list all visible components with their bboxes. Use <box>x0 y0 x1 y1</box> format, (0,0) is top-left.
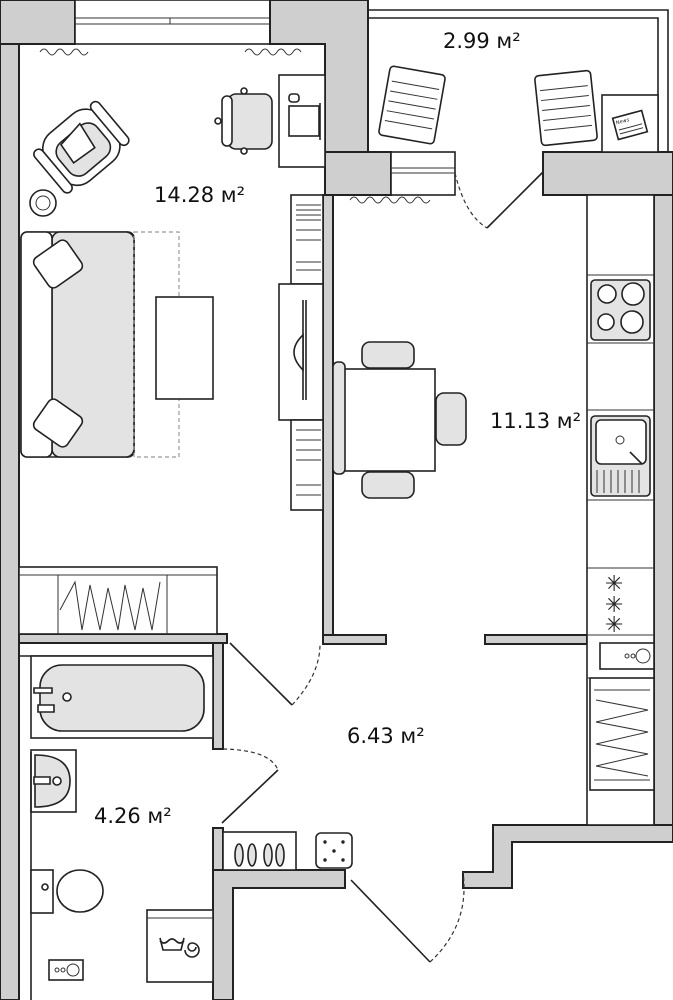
shoes-icon <box>234 843 285 867</box>
wardrobe <box>18 566 218 635</box>
asterisk-icon: ✳ <box>605 572 623 597</box>
area-hallway: 6.43 м² <box>347 724 425 748</box>
area-living-room: 14.28 м² <box>154 183 245 207</box>
curtain-right <box>244 48 302 56</box>
wall-top-left-pier <box>0 0 76 45</box>
armchair <box>33 100 130 194</box>
chair-right <box>435 392 467 446</box>
asterisk-icon: ✳ <box>605 613 623 638</box>
area-bathroom: 4.26 м² <box>94 804 172 828</box>
coffee-table <box>155 296 214 400</box>
wall-bottom-right <box>462 824 673 889</box>
office-chair <box>214 87 273 155</box>
wall-bottom-left <box>212 869 346 1000</box>
toilet <box>30 869 54 914</box>
chair-bottom <box>361 471 415 499</box>
asterisk-icon: ✳ <box>605 593 623 618</box>
bookshelf-lower <box>290 419 324 511</box>
curtain-left <box>39 48 89 56</box>
door-kitchen <box>229 642 293 706</box>
chair-left <box>332 361 346 475</box>
bathroom <box>19 655 214 1000</box>
doors <box>221 171 544 963</box>
wall-bath-right-bottom <box>212 827 224 871</box>
door-balcony <box>486 171 544 229</box>
towel-rail <box>48 959 84 981</box>
wall-kitchen-bottom-right <box>484 634 588 645</box>
deck-chair-left <box>378 65 446 145</box>
door-entrance <box>350 879 431 963</box>
chair-top <box>361 341 415 369</box>
wall-partition-living-kitchen <box>322 194 334 644</box>
door-bathroom <box>221 769 279 824</box>
area-balcony: 2.99 м² <box>443 29 521 53</box>
hall-wardrobe <box>589 677 655 791</box>
balcony: News <box>349 65 659 204</box>
curtain-kitchen <box>349 196 431 204</box>
wall-bath-right-top <box>212 642 224 750</box>
desk-lamp <box>288 93 300 103</box>
wall-left-outer <box>0 43 20 1000</box>
wall-right-outer <box>653 194 673 843</box>
sofa <box>20 231 135 458</box>
wall-living-bottom <box>18 633 228 644</box>
hallway <box>222 831 353 871</box>
dining-table <box>343 368 436 472</box>
living-room <box>18 48 326 635</box>
area-kitchen: 11.13 м² <box>490 409 581 433</box>
window-living <box>74 0 271 45</box>
wall-kitchen-top-right <box>542 151 673 196</box>
wall-kitchen-top-left <box>324 151 392 196</box>
shoe-rack <box>222 831 297 871</box>
deck-chair-right <box>534 69 598 147</box>
washing-icon <box>159 937 200 958</box>
dishwasher <box>599 642 655 670</box>
laptop <box>288 105 320 137</box>
newspaper-icon: News <box>611 109 649 141</box>
washing-machine <box>146 909 214 983</box>
floor-lamp <box>29 189 57 217</box>
kitchen: ✳ ✳ ✳ <box>332 194 655 826</box>
newspaper-text: News <box>615 117 630 126</box>
wall-kitchen-bottom-left <box>322 634 387 645</box>
